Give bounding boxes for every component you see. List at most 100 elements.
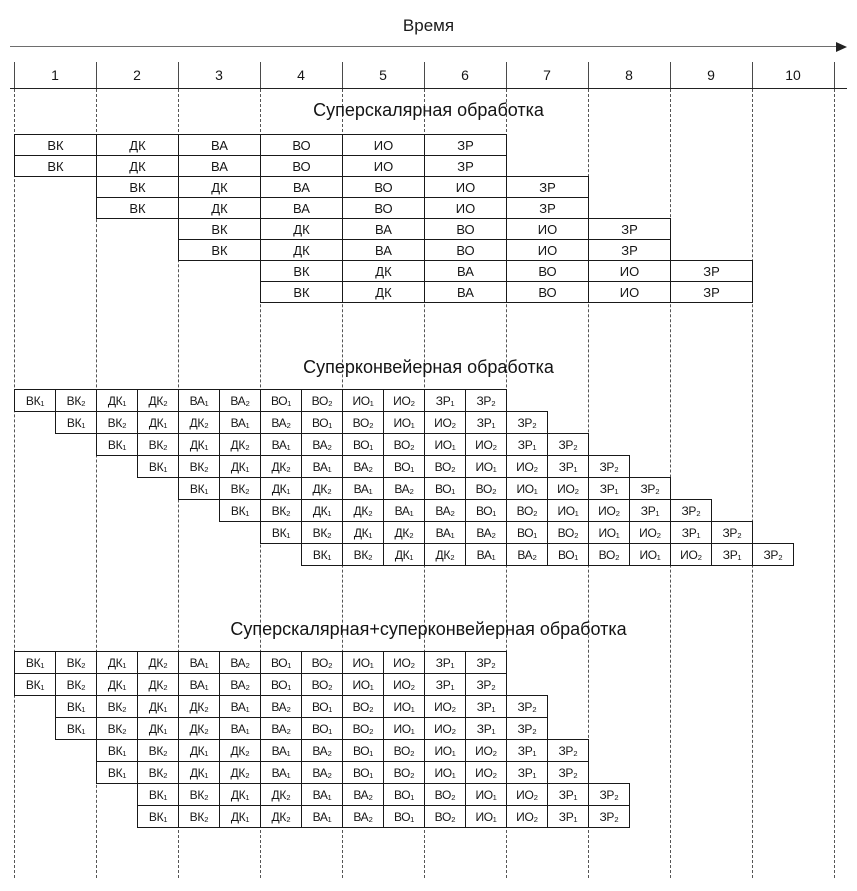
tick-label: 6 [461,67,469,83]
stage-cell: ВО₁ [383,783,425,806]
stage-cell: ВО [260,134,343,156]
stage-cell: ВК [14,155,97,177]
stage-cell: ИО₁ [424,761,466,784]
stage-cell: ВО₁ [260,673,302,696]
stage-cell: ВА₂ [465,521,507,544]
stage-cell: ВА₂ [342,805,384,828]
stage-cell: ИО₁ [424,433,466,456]
stage-cell: ДК₁ [96,651,138,674]
stage-cell: ЗР₁ [506,739,548,762]
stage-cell: ВО₂ [342,411,384,434]
stage-cell: ВК₂ [96,695,138,718]
stage-cell: ВК [260,281,343,303]
stage-cell: ЗР₂ [465,389,507,412]
stage-cell: ВО₂ [506,499,548,522]
stage-cell: ДК [178,197,261,219]
stage-cell: ВК₂ [96,717,138,740]
tick-label: 4 [297,67,305,83]
stage-cell: ВО₂ [424,805,466,828]
stage-cell: ИО [424,197,507,219]
stage-cell: ВК₂ [301,521,343,544]
stage-cell: ВО₂ [342,695,384,718]
stage-cell: ВО₁ [260,651,302,674]
stage-cell: ЗР₂ [629,477,671,500]
stage-cell: ВА₁ [260,433,302,456]
tick-label: 1 [51,67,59,83]
stage-cell: ВК₂ [342,543,384,566]
stage-cell: ДК₂ [342,499,384,522]
time-gridline [14,89,15,878]
stage-cell: ВК₂ [178,805,220,828]
stage-cell: ИО₂ [424,717,466,740]
stage-cell: ВО₂ [465,477,507,500]
ruler-tick [424,62,425,88]
stage-cell: ВА [424,260,507,282]
stage-cell: ДК₁ [178,433,220,456]
stage-cell: ЗР₁ [424,651,466,674]
stage-cell: ДК₂ [178,717,220,740]
stage-cell: ВА₁ [178,673,220,696]
stage-cell: ВА₁ [342,477,384,500]
stage-cell: ЗР₂ [547,761,589,784]
stage-cell: ИО₂ [424,695,466,718]
stage-cell: ЗР₂ [588,805,630,828]
stage-cell: ДК₁ [137,717,179,740]
stage-cell: ВА [178,155,261,177]
stage-cell: ИО₁ [342,389,384,412]
stage-cell: ИО [588,260,671,282]
stage-cell: ЗР [506,197,589,219]
stage-cell: ИО₂ [465,739,507,762]
stage-cell: ВК₂ [137,739,179,762]
stage-cell: ДК₁ [96,389,138,412]
tick-label: 5 [379,67,387,83]
stage-cell: ВК₁ [137,805,179,828]
tick-label: 8 [625,67,633,83]
stage-cell: ВК₁ [55,411,97,434]
stage-cell: ВО [424,218,507,240]
stage-cell: ИО₁ [465,783,507,806]
ruler-tick [342,62,343,88]
stage-cell: ИО₁ [383,717,425,740]
stage-cell: ИО₂ [506,805,548,828]
stage-cell: ЗР₁ [506,761,548,784]
stage-cell: ВК₁ [137,455,179,478]
stage-cell: ДК₂ [219,433,261,456]
stage-cell: ВА₁ [219,695,261,718]
stage-cell: ДК₁ [96,673,138,696]
stage-cell: ВК₁ [96,761,138,784]
stage-cell: ДК₂ [178,695,220,718]
stage-cell: ВК₂ [55,651,97,674]
stage-cell: ВК [178,239,261,261]
stage-cell: ДК₁ [137,411,179,434]
ruler-tick [178,62,179,88]
stage-cell: ИО₁ [629,543,671,566]
stage-cell: ИО₁ [465,455,507,478]
stage-cell: ВО₁ [260,389,302,412]
stage-cell: ДК [178,176,261,198]
stage-cell: ВО₁ [301,695,343,718]
ruler-tick [506,62,507,88]
stage-cell: ВО [424,239,507,261]
section-title-superscalar-superpipeline: Суперскалярная+суперконвейерная обработк… [230,619,627,639]
tick-label: 10 [785,67,801,83]
stage-cell: ВО [342,197,425,219]
stage-cell: ВА₂ [424,499,466,522]
stage-cell: ЗР₂ [465,673,507,696]
stage-cell: ИО₁ [465,805,507,828]
stage-cell: ЗР [588,218,671,240]
stage-cell: ВК [14,134,97,156]
stage-cell: ВК [96,176,179,198]
stage-cell: ВО₂ [301,651,343,674]
stage-cell: ЗР₁ [670,521,712,544]
stage-cell: ДК₂ [137,651,179,674]
stage-cell: ВА₁ [301,783,343,806]
stage-cell: ЗР₁ [506,433,548,456]
stage-cell: ИО [424,176,507,198]
stage-cell: ВА₁ [301,805,343,828]
stage-cell: ВА₁ [260,739,302,762]
stage-cell: ВА₁ [383,499,425,522]
stage-cell: ДК [96,134,179,156]
stage-cell: ДК₂ [137,673,179,696]
